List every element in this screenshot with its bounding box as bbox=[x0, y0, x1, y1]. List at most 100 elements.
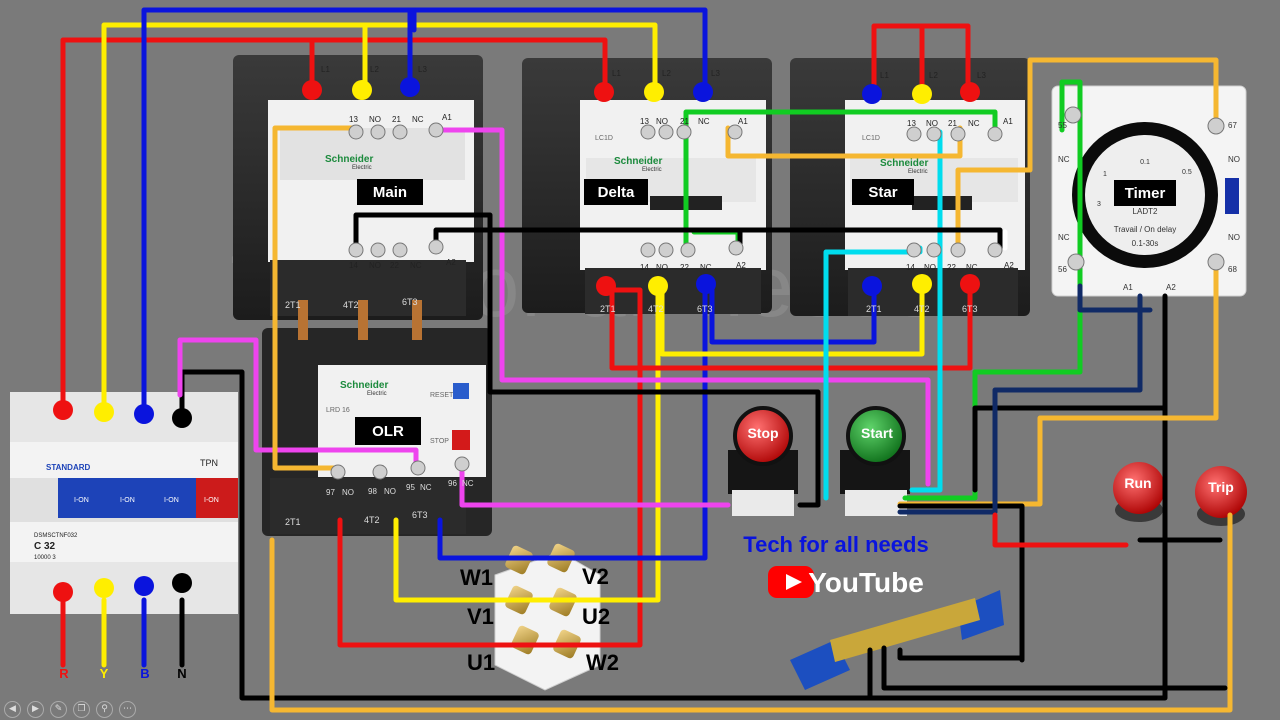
play-icon[interactable]: ▶ bbox=[27, 700, 44, 718]
svg-text:I-ON: I-ON bbox=[120, 497, 135, 504]
svg-text:A2: A2 bbox=[446, 258, 456, 267]
svg-text:L1: L1 bbox=[880, 71, 889, 80]
model-labels: LC1D LC1D LRD 16 RESET STOP bbox=[326, 135, 880, 445]
svg-text:A1: A1 bbox=[1123, 283, 1133, 292]
svg-text:4T2: 4T2 bbox=[914, 304, 930, 314]
svg-text:L3: L3 bbox=[977, 71, 986, 80]
svg-text:4T2: 4T2 bbox=[648, 304, 664, 314]
svg-text:4T2: 4T2 bbox=[364, 515, 380, 525]
svg-text:0.1-30s: 0.1-30s bbox=[1132, 239, 1159, 248]
svg-text:14: 14 bbox=[349, 261, 358, 270]
svg-text:Schneider: Schneider bbox=[325, 154, 373, 165]
svg-text:56: 56 bbox=[1058, 265, 1067, 274]
prev-icon[interactable]: ◀ bbox=[4, 700, 21, 718]
svg-text:0.5: 0.5 bbox=[1182, 169, 1192, 176]
svg-text:Schneider: Schneider bbox=[340, 380, 388, 391]
svg-text:21: 21 bbox=[392, 115, 401, 124]
svg-text:LC1D: LC1D bbox=[862, 135, 880, 142]
svg-text:55: 55 bbox=[1058, 121, 1067, 130]
svg-text:NC: NC bbox=[1058, 155, 1070, 164]
svg-text:97: 97 bbox=[326, 488, 335, 497]
svg-text:1: 1 bbox=[1103, 171, 1107, 178]
svg-text:68: 68 bbox=[1228, 265, 1237, 274]
svg-text:I-ON: I-ON bbox=[204, 497, 219, 504]
zoom-icon[interactable]: ⚲ bbox=[96, 700, 113, 718]
svg-text:NO: NO bbox=[384, 487, 396, 496]
schneider-sub: Electric Electric Electric Electric bbox=[352, 165, 928, 397]
svg-text:NO: NO bbox=[369, 115, 381, 124]
start-button-label: Start bbox=[861, 425, 893, 441]
copy-icon[interactable]: ❐ bbox=[73, 700, 90, 718]
svg-text:0.1: 0.1 bbox=[1140, 159, 1150, 166]
phase-b-label: B bbox=[140, 666, 149, 681]
svg-text:13: 13 bbox=[349, 115, 358, 124]
svg-text:L1: L1 bbox=[612, 69, 621, 78]
svg-text:67: 67 bbox=[1228, 121, 1237, 130]
run-lamp-label: Run bbox=[1124, 475, 1151, 491]
svg-text:22: 22 bbox=[947, 263, 956, 272]
svg-text:A2: A2 bbox=[1004, 261, 1014, 270]
svg-text:NO: NO bbox=[926, 119, 938, 128]
svg-text:A2: A2 bbox=[1166, 283, 1176, 292]
screw-terminals bbox=[330, 106, 1225, 480]
svg-text:4T2: 4T2 bbox=[343, 300, 359, 310]
svg-text:NC: NC bbox=[700, 263, 712, 272]
svg-text:NC: NC bbox=[1058, 233, 1070, 242]
svg-text:Schneider: Schneider bbox=[880, 158, 928, 169]
svg-text:13: 13 bbox=[907, 119, 916, 128]
svg-text:NC: NC bbox=[412, 115, 424, 124]
svg-text:10000 3: 10000 3 bbox=[34, 555, 56, 561]
svg-text:STOP: STOP bbox=[430, 438, 449, 445]
star-tag: Star bbox=[852, 179, 914, 205]
svg-text:6T3: 6T3 bbox=[412, 510, 428, 520]
svg-text:21: 21 bbox=[680, 117, 689, 126]
timer-details: LADT2 Travail / On delay 0.1-30s 0.1 0.5… bbox=[1058, 121, 1240, 292]
svg-text:RESET: RESET bbox=[430, 392, 454, 399]
svg-text:NO: NO bbox=[656, 263, 668, 272]
svg-text:Electric: Electric bbox=[908, 169, 928, 175]
circuit-breaker bbox=[10, 392, 238, 614]
svg-text:U2: U2 bbox=[582, 604, 610, 629]
more-icon[interactable]: ⋯ bbox=[119, 700, 136, 718]
svg-text:Delta: Delta bbox=[598, 184, 635, 201]
svg-text:A1: A1 bbox=[1003, 117, 1013, 126]
svg-text:22: 22 bbox=[680, 263, 689, 272]
svg-text:A1: A1 bbox=[738, 117, 748, 126]
svg-text:NC: NC bbox=[462, 479, 474, 488]
svg-text:21: 21 bbox=[948, 119, 957, 128]
svg-text:I-ON: I-ON bbox=[164, 497, 179, 504]
svg-text:Main: Main bbox=[373, 184, 407, 201]
svg-text:NO: NO bbox=[656, 117, 668, 126]
svg-text:NC: NC bbox=[420, 483, 432, 492]
svg-text:W1: W1 bbox=[460, 565, 493, 590]
svg-text:22: 22 bbox=[390, 261, 399, 270]
svg-text:NO: NO bbox=[1228, 155, 1240, 164]
svg-text:3: 3 bbox=[1097, 201, 1101, 208]
svg-text:NO: NO bbox=[1228, 233, 1240, 242]
svg-text:2T1: 2T1 bbox=[285, 517, 301, 527]
svg-text:6T3: 6T3 bbox=[697, 304, 713, 314]
svg-text:A2: A2 bbox=[736, 261, 746, 270]
svg-text:2T1: 2T1 bbox=[866, 304, 882, 314]
edit-icon[interactable]: ✎ bbox=[50, 700, 67, 718]
timer-tag: Timer bbox=[1114, 180, 1176, 206]
svg-text:Travail / On delay: Travail / On delay bbox=[1114, 225, 1176, 234]
start-pushbutton[interactable] bbox=[840, 406, 910, 516]
svg-text:OLR: OLR bbox=[372, 423, 404, 440]
svg-text:V1: V1 bbox=[467, 604, 494, 629]
video-player-controls: ◀ ▶ ✎ ❐ ⚲ ⋯ bbox=[0, 698, 136, 720]
motor-terminal-block bbox=[494, 543, 601, 691]
stop-pushbutton[interactable] bbox=[728, 406, 798, 516]
phase-r-label: R bbox=[59, 666, 69, 681]
phase-y-label: Y bbox=[100, 666, 109, 681]
svg-text:14: 14 bbox=[906, 263, 915, 272]
stop-button-label: Stop bbox=[747, 425, 778, 441]
trip-indicator-lamp bbox=[1195, 466, 1247, 526]
svg-text:I-ON: I-ON bbox=[74, 497, 89, 504]
svg-text:Electric: Electric bbox=[367, 391, 387, 397]
main-tag: Main bbox=[357, 179, 423, 205]
svg-text:2T1: 2T1 bbox=[600, 304, 616, 314]
